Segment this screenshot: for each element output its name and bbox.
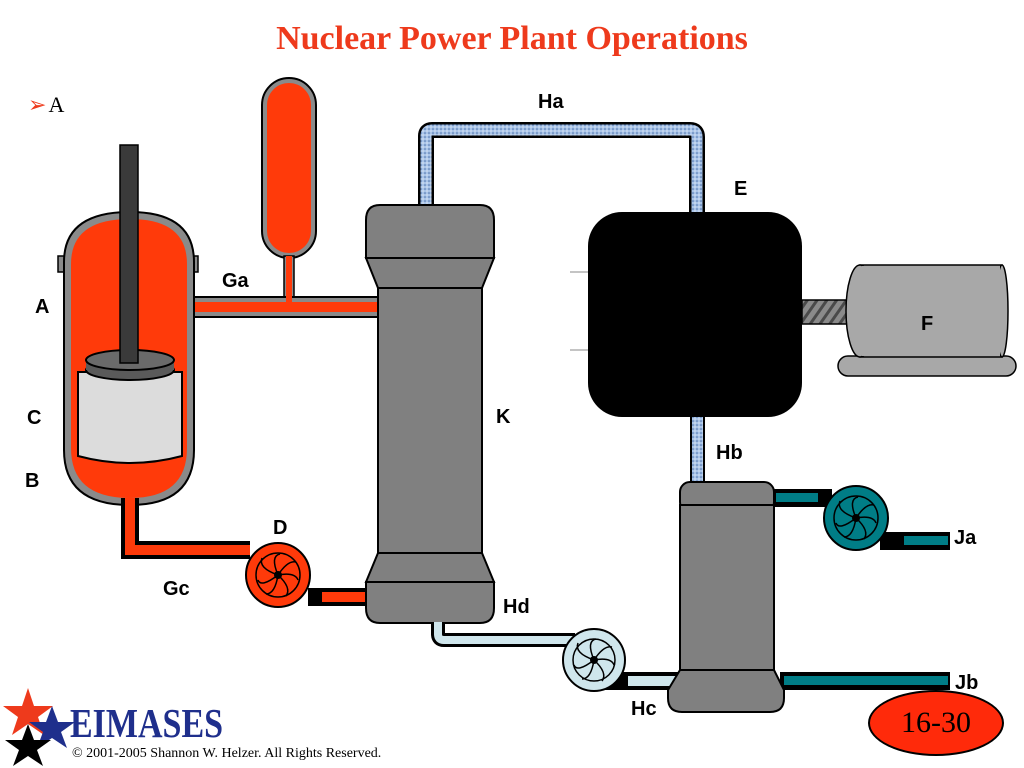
label-c: C — [27, 407, 42, 429]
slide-title: Nuclear Power Plant Operations — [276, 20, 748, 57]
copyright-notice: © 2001-2005 Shannon W. Helzer. All Right… — [72, 746, 382, 761]
label-hb: Hb — [716, 442, 743, 464]
pump-d-outlet — [308, 588, 380, 606]
cooling-line-jb — [780, 672, 950, 690]
feedwater-pump — [562, 628, 626, 692]
label-ha: Ha — [538, 91, 564, 113]
bullet-item: ➢A — [28, 92, 64, 118]
label-k: K — [496, 406, 511, 428]
coolant-pump-d — [245, 542, 311, 608]
label-b: B — [25, 470, 40, 492]
cooling-pump — [823, 485, 889, 551]
label-gc: Gc — [163, 578, 190, 600]
label-ja: Ja — [954, 527, 977, 549]
feedwater-line-hd — [431, 622, 575, 647]
label-a: A — [35, 296, 50, 318]
page-number: 16-30 — [901, 706, 971, 739]
generator-f — [837, 264, 1017, 377]
steam-generator-k — [364, 204, 496, 624]
condenser — [667, 481, 785, 713]
bullet-text: A — [48, 92, 65, 117]
label-hc: Hc — [631, 698, 657, 720]
pressurizer-tank — [261, 77, 317, 303]
label-jb: Jb — [955, 672, 979, 694]
steam-line-hb — [690, 410, 705, 486]
hot-leg-ga — [189, 295, 383, 318]
label-hd: Hd — [503, 596, 530, 618]
turbine-e — [570, 212, 802, 417]
page-number-badge: 16-30 — [868, 690, 1004, 756]
logo-text: EIMASES — [70, 702, 224, 747]
steam-line-ha — [418, 122, 705, 215]
label-ga: Ga — [222, 270, 249, 292]
logo-stars-icon — [3, 688, 75, 766]
label-f: F — [921, 313, 934, 335]
reactor-vessel — [57, 144, 199, 507]
cooling-line-ja — [772, 489, 950, 550]
label-e: E — [734, 178, 748, 200]
bullet-arrow-icon: ➢ — [28, 92, 47, 117]
cold-leg-gc — [121, 498, 250, 559]
label-d: D — [273, 517, 288, 539]
